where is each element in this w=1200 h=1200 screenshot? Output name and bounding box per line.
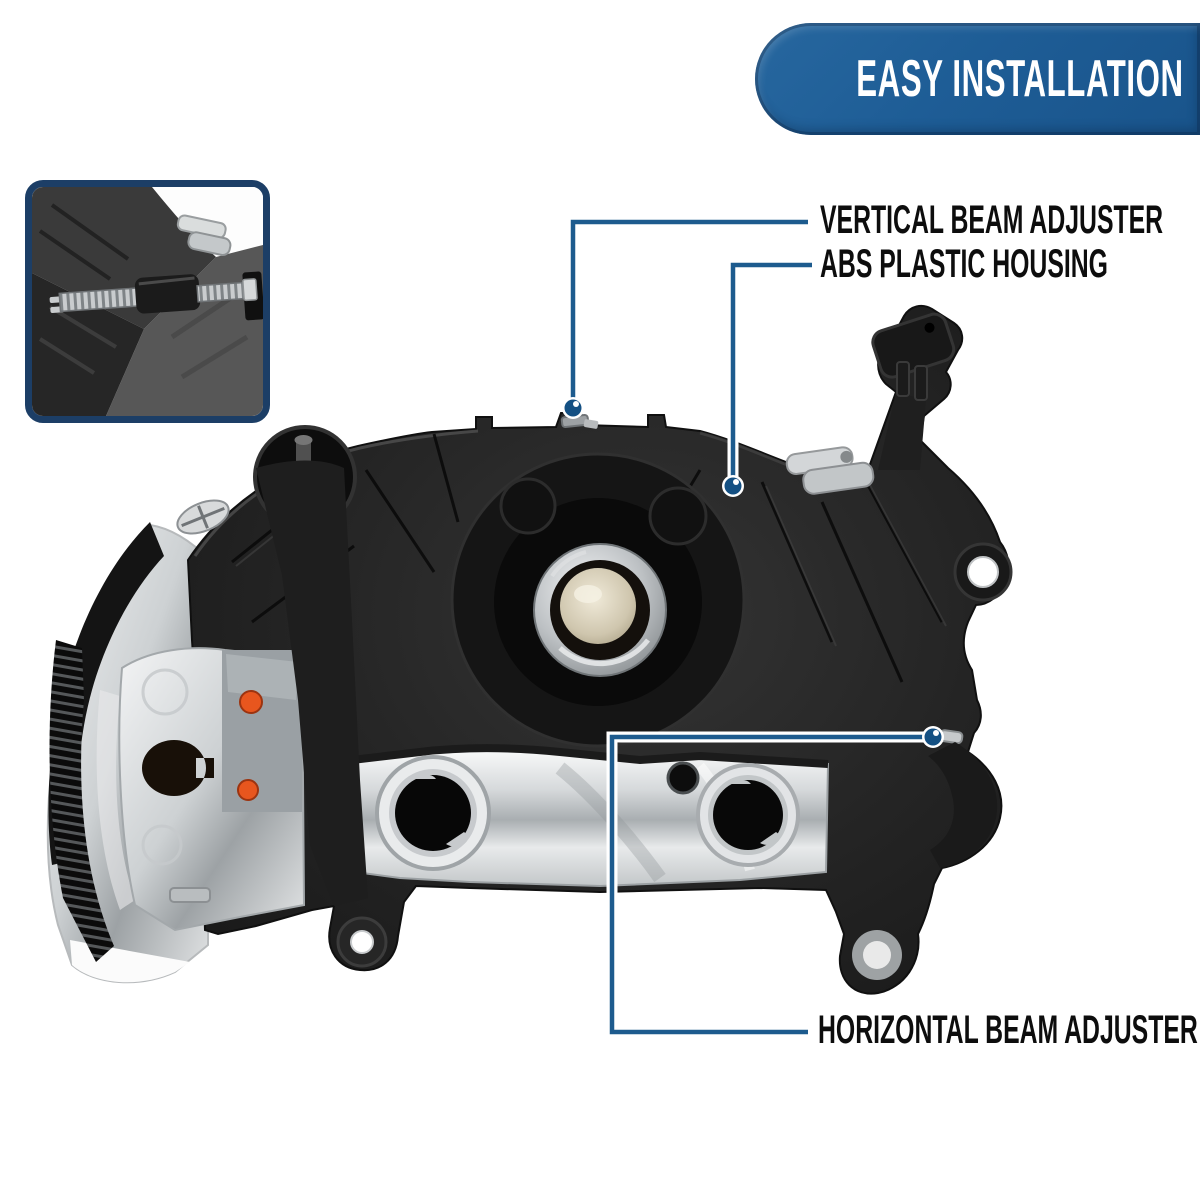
- corner-lamp-serrated-edge: [49, 640, 114, 962]
- adjuster-screw-front: [176, 499, 230, 535]
- housing-strut: [256, 460, 368, 906]
- mounting-ring-right: [852, 930, 902, 980]
- metal-retaining-clip: [785, 446, 875, 495]
- inset-adjuster-rod: [49, 271, 263, 321]
- callout-dot-horizontal-beam: [922, 726, 944, 748]
- corner-lamp-housing-chrome: [118, 647, 306, 932]
- keyhole-opening: [142, 740, 214, 796]
- callout-line-horizontal-beam: [609, 734, 925, 1035]
- corner-lamp-chrome-reflector: [46, 522, 212, 984]
- housing-ribs: [231, 433, 944, 905]
- inset-closeup-adjuster-screw: [25, 180, 270, 423]
- label-vertical-beam-adjuster: VERTICAL BEAM ADJUSTER: [820, 198, 1164, 242]
- housing-top-opening: [253, 425, 357, 529]
- callout-line-vertical-beam: [570, 219, 808, 400]
- mounting-boss-hole: [953, 542, 1013, 602]
- label-horizontal-beam-adjuster: HORIZONTAL BEAM ADJUSTER: [818, 1008, 1198, 1052]
- horizontal-adjuster-screw: [939, 729, 964, 745]
- amber-bulb: [239, 690, 263, 714]
- housing-rib-highlights: [235, 477, 947, 647]
- label-abs-plastic-housing: ABS PLASTIC HOUSING: [820, 242, 1108, 286]
- mounting-ring-left: [336, 916, 388, 968]
- callout-dot-abs-housing: [722, 475, 744, 497]
- abs-plastic-housing-body: [186, 304, 1010, 995]
- housing-fin: [928, 742, 998, 868]
- headlight-bulb-socket: [450, 452, 746, 748]
- inset-metal-clip: [176, 214, 232, 257]
- mounting-arm-knob: [871, 312, 956, 470]
- easy-installation-banner: EASY INSTALLATION: [755, 23, 1200, 135]
- inset-photo: [32, 187, 263, 416]
- banner-label: EASY INSTALLATION: [856, 50, 1184, 108]
- chrome-reflector-band: [350, 744, 830, 888]
- amber-bulb: [237, 779, 259, 801]
- callout-line-abs-housing: [730, 262, 812, 478]
- callout-dot-vertical-beam: [562, 397, 584, 419]
- vertical-adjuster-screw: [560, 413, 599, 429]
